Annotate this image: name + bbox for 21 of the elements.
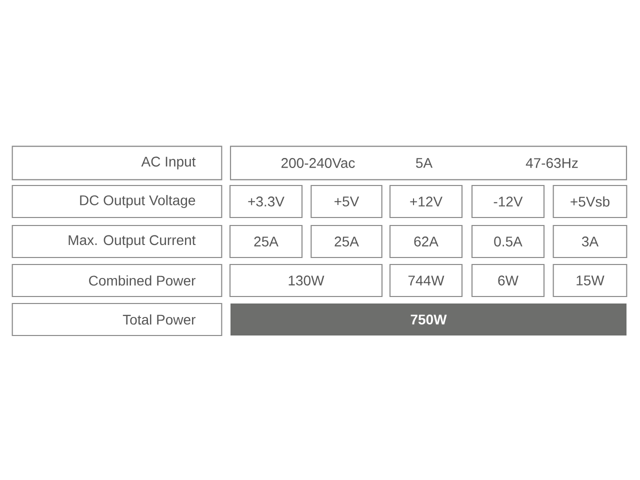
value-cell: -12V — [471, 184, 545, 218]
value-cell: 130W — [229, 264, 383, 298]
value-cell: 744W — [389, 264, 463, 298]
value-cell: +5Vsb — [552, 184, 628, 218]
value-cell: 15W — [552, 264, 628, 298]
value-cell: 25A — [310, 224, 382, 258]
row-label: DC Output Voltage — [12, 184, 222, 218]
value-cell: 62A — [389, 224, 463, 258]
value-cell: 0.5A — [471, 224, 545, 258]
value-cell: 200-240Vac 5A 47-63Hz — [230, 146, 628, 180]
value-cell: 3A — [552, 224, 628, 258]
value-cell: 6W — [471, 264, 545, 298]
value-cell: +3.3V — [229, 184, 303, 218]
row-label: AC Input — [12, 146, 222, 180]
row-label: Combined Power — [12, 264, 222, 298]
total-cell: 750W — [230, 304, 626, 336]
value-cell: 25A — [229, 224, 303, 258]
value-cell: +12V — [389, 184, 463, 218]
row-label: Total Power — [12, 302, 222, 336]
value-cell: +5V — [310, 184, 382, 218]
row-label: Max. Output Current — [12, 224, 222, 258]
